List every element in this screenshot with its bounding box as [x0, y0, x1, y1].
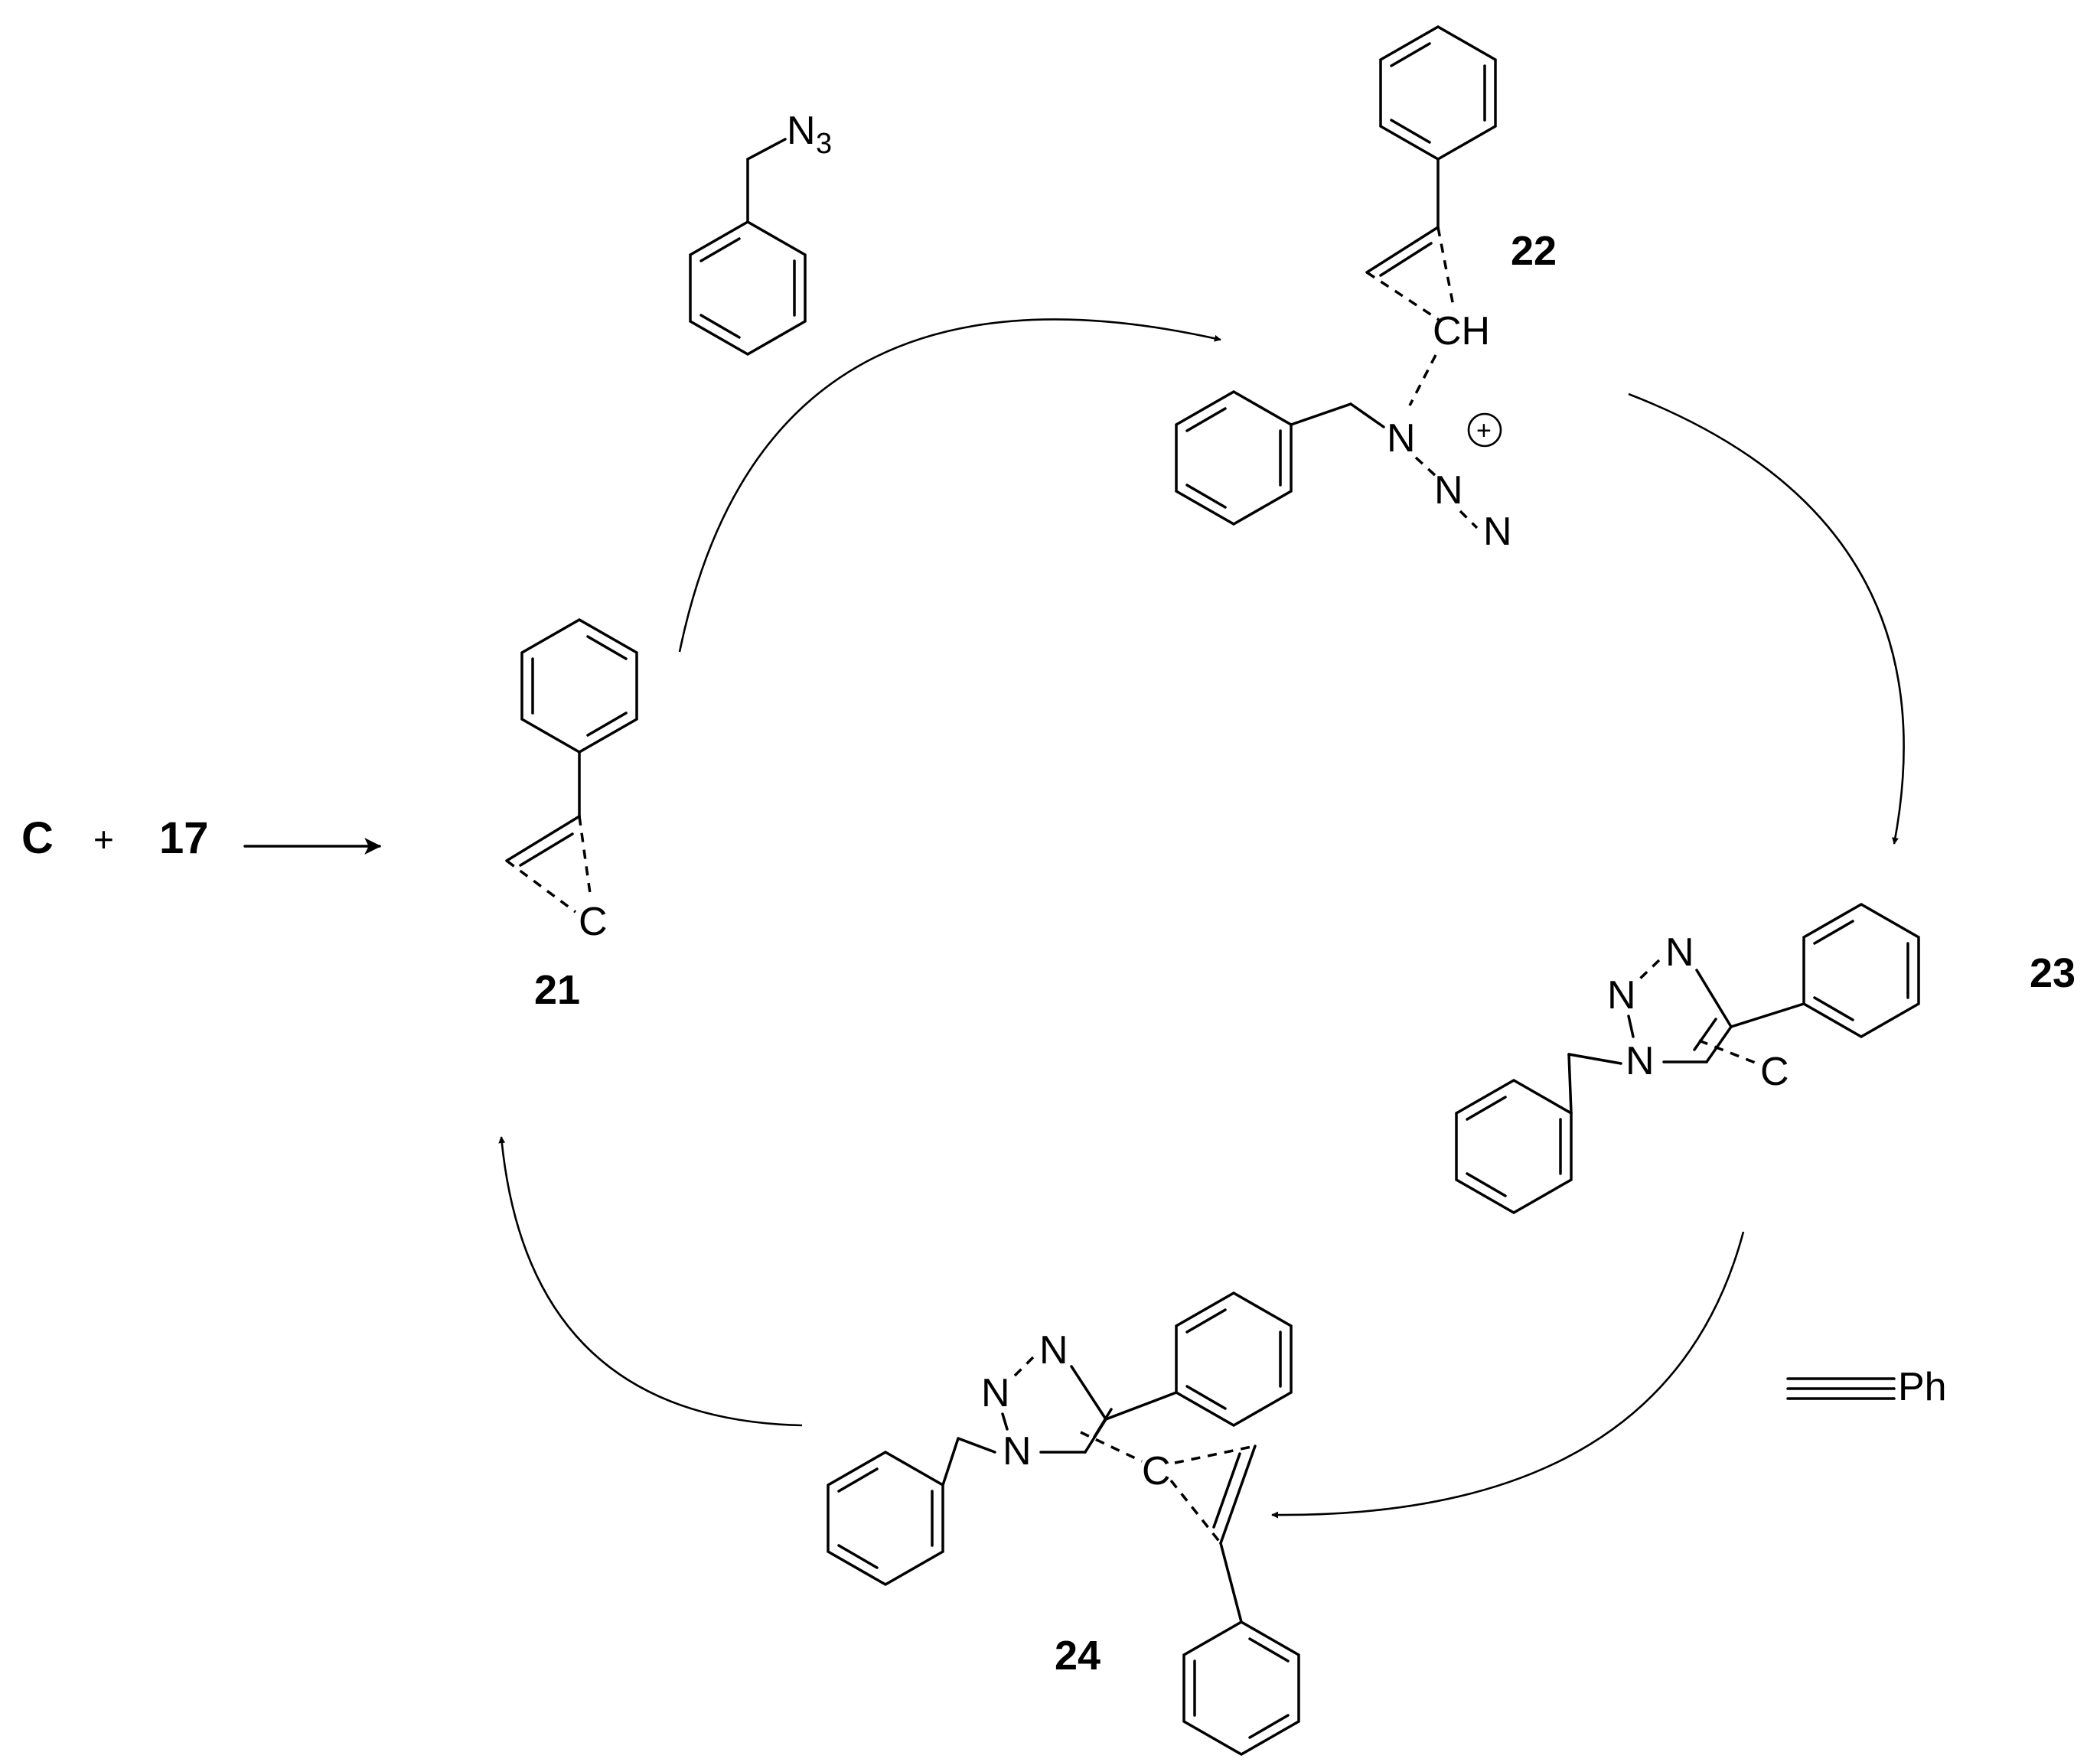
phenyl-ring-22-top: [1379, 24, 1497, 161]
phenyl-ring-21: [520, 617, 638, 754]
phenylacetylene-reagent: Ph: [1786, 1365, 1947, 1409]
arrow-23-to-24: [1271, 1231, 1745, 1519]
charge-sign: +: [1476, 416, 1492, 445]
positive-charge-icon: [1467, 412, 1502, 448]
atom-n3-24: N: [1039, 1328, 1068, 1373]
phenyl-ring-22-benzyl: [1175, 389, 1293, 526]
atom-n2-23: N: [1607, 973, 1636, 1018]
atom-ch-22: CH: [1433, 309, 1490, 353]
atom-c-21: C: [579, 900, 608, 944]
compound-22: CH 22 N N N +: [1175, 24, 1557, 554]
compound-24-label: 24: [1055, 1633, 1101, 1679]
compound-21-label: 21: [534, 967, 580, 1013]
phenyl-ring-azide: [689, 220, 807, 357]
phenyl-ring-24-benzyl: [827, 1450, 944, 1587]
phenyl-ring-24-top: [1175, 1291, 1293, 1428]
compound-21: C 21: [505, 617, 638, 1013]
arrow-22-to-23: [1628, 392, 1905, 845]
arrow-21-to-22: [678, 318, 1221, 653]
reactant-c-label: C: [21, 813, 54, 863]
cycle-arrows: [498, 318, 1905, 1519]
atom-n1-24: N: [1003, 1429, 1032, 1474]
atom-n3-22: N: [1483, 510, 1512, 554]
atom-c-24: C: [1142, 1449, 1171, 1493]
arrow-24-to-21: [498, 1136, 803, 1427]
atom-n2-24: N: [981, 1371, 1010, 1415]
reactant-17-label: 17: [159, 813, 209, 863]
benzyl-azide-reagent: N 3: [689, 109, 832, 357]
phenyl-ring-23-benzyl: [1455, 1078, 1573, 1215]
plus-sign: +: [93, 819, 114, 859]
starting-reaction: C + 17: [21, 813, 382, 863]
compound-23: N N N C 23: [1455, 902, 2076, 1215]
phenyl-abbrev-label: Ph: [1898, 1365, 1947, 1409]
compound-23-label: 23: [2030, 950, 2076, 996]
atom-n1-23: N: [1626, 1039, 1655, 1083]
compound-22-label: 22: [1511, 228, 1557, 274]
phenyl-ring-23: [1802, 902, 1920, 1039]
phenyl-ring-24-bottom: [1182, 1620, 1300, 1757]
azide-n-label: N: [787, 109, 816, 153]
atom-n3-23: N: [1665, 930, 1694, 975]
azide-subscript-3: 3: [816, 128, 832, 160]
atom-c-23: C: [1760, 1050, 1789, 1094]
atom-n2-22: N: [1434, 468, 1463, 513]
atom-n1-22: N: [1387, 416, 1416, 461]
compound-24: N N N C 24: [827, 1291, 1300, 1757]
